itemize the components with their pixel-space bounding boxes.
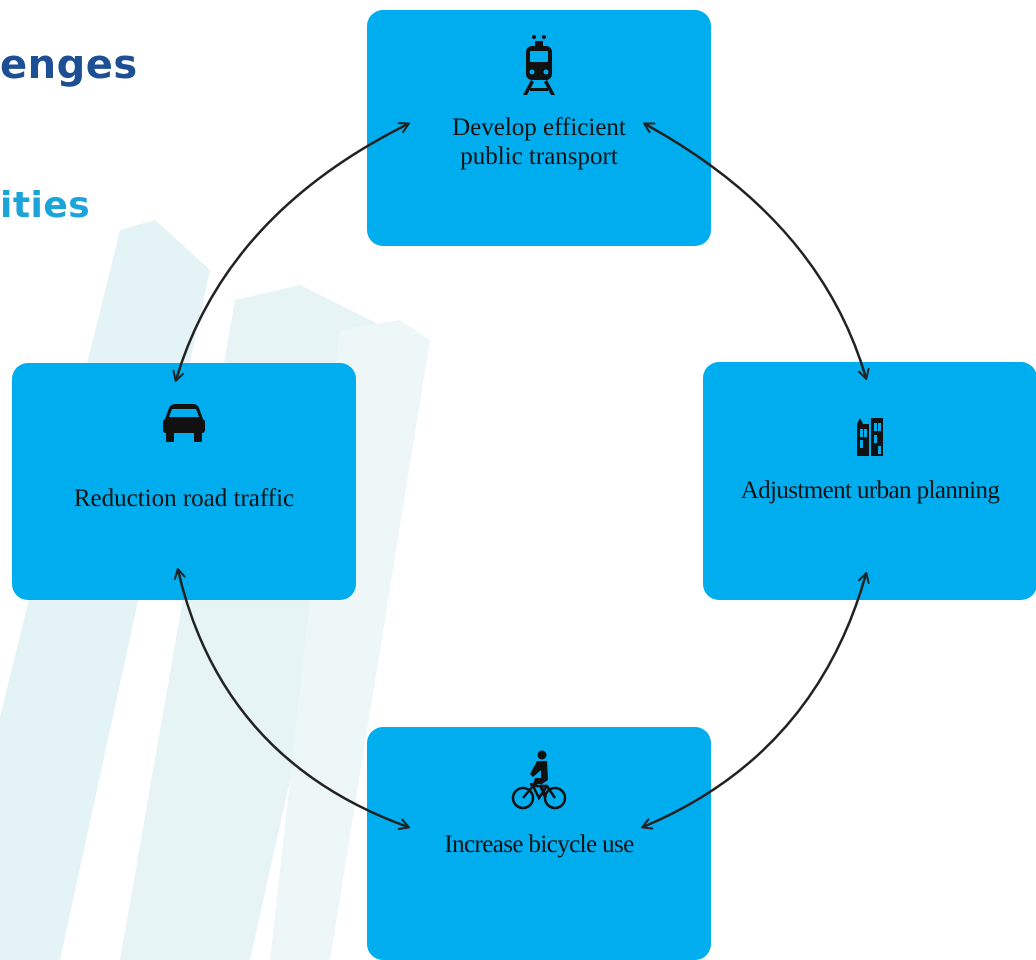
page-title: enges (0, 42, 138, 88)
train-icon (522, 34, 556, 101)
node-adjustment-urban-planning: Adjustment urban planning (703, 362, 1036, 600)
node-increase-bicycle-use: Increase bicycle use (367, 727, 711, 960)
cyclist-icon (511, 750, 567, 817)
node-label: Adjustment urban planning (740, 477, 1000, 504)
node-label: Reduction road traffic (73, 485, 295, 512)
node-reduction-road-traffic: Reduction road traffic (12, 363, 356, 600)
node-develop-public-transport: Develop efficient public transport (367, 10, 711, 246)
node-label: Develop efficient public transport (452, 114, 626, 170)
page-subtitle: ities (0, 185, 91, 226)
car-icon (161, 403, 207, 448)
node-label: Increase bicycle use (444, 831, 634, 858)
buildings-icon (855, 416, 885, 461)
